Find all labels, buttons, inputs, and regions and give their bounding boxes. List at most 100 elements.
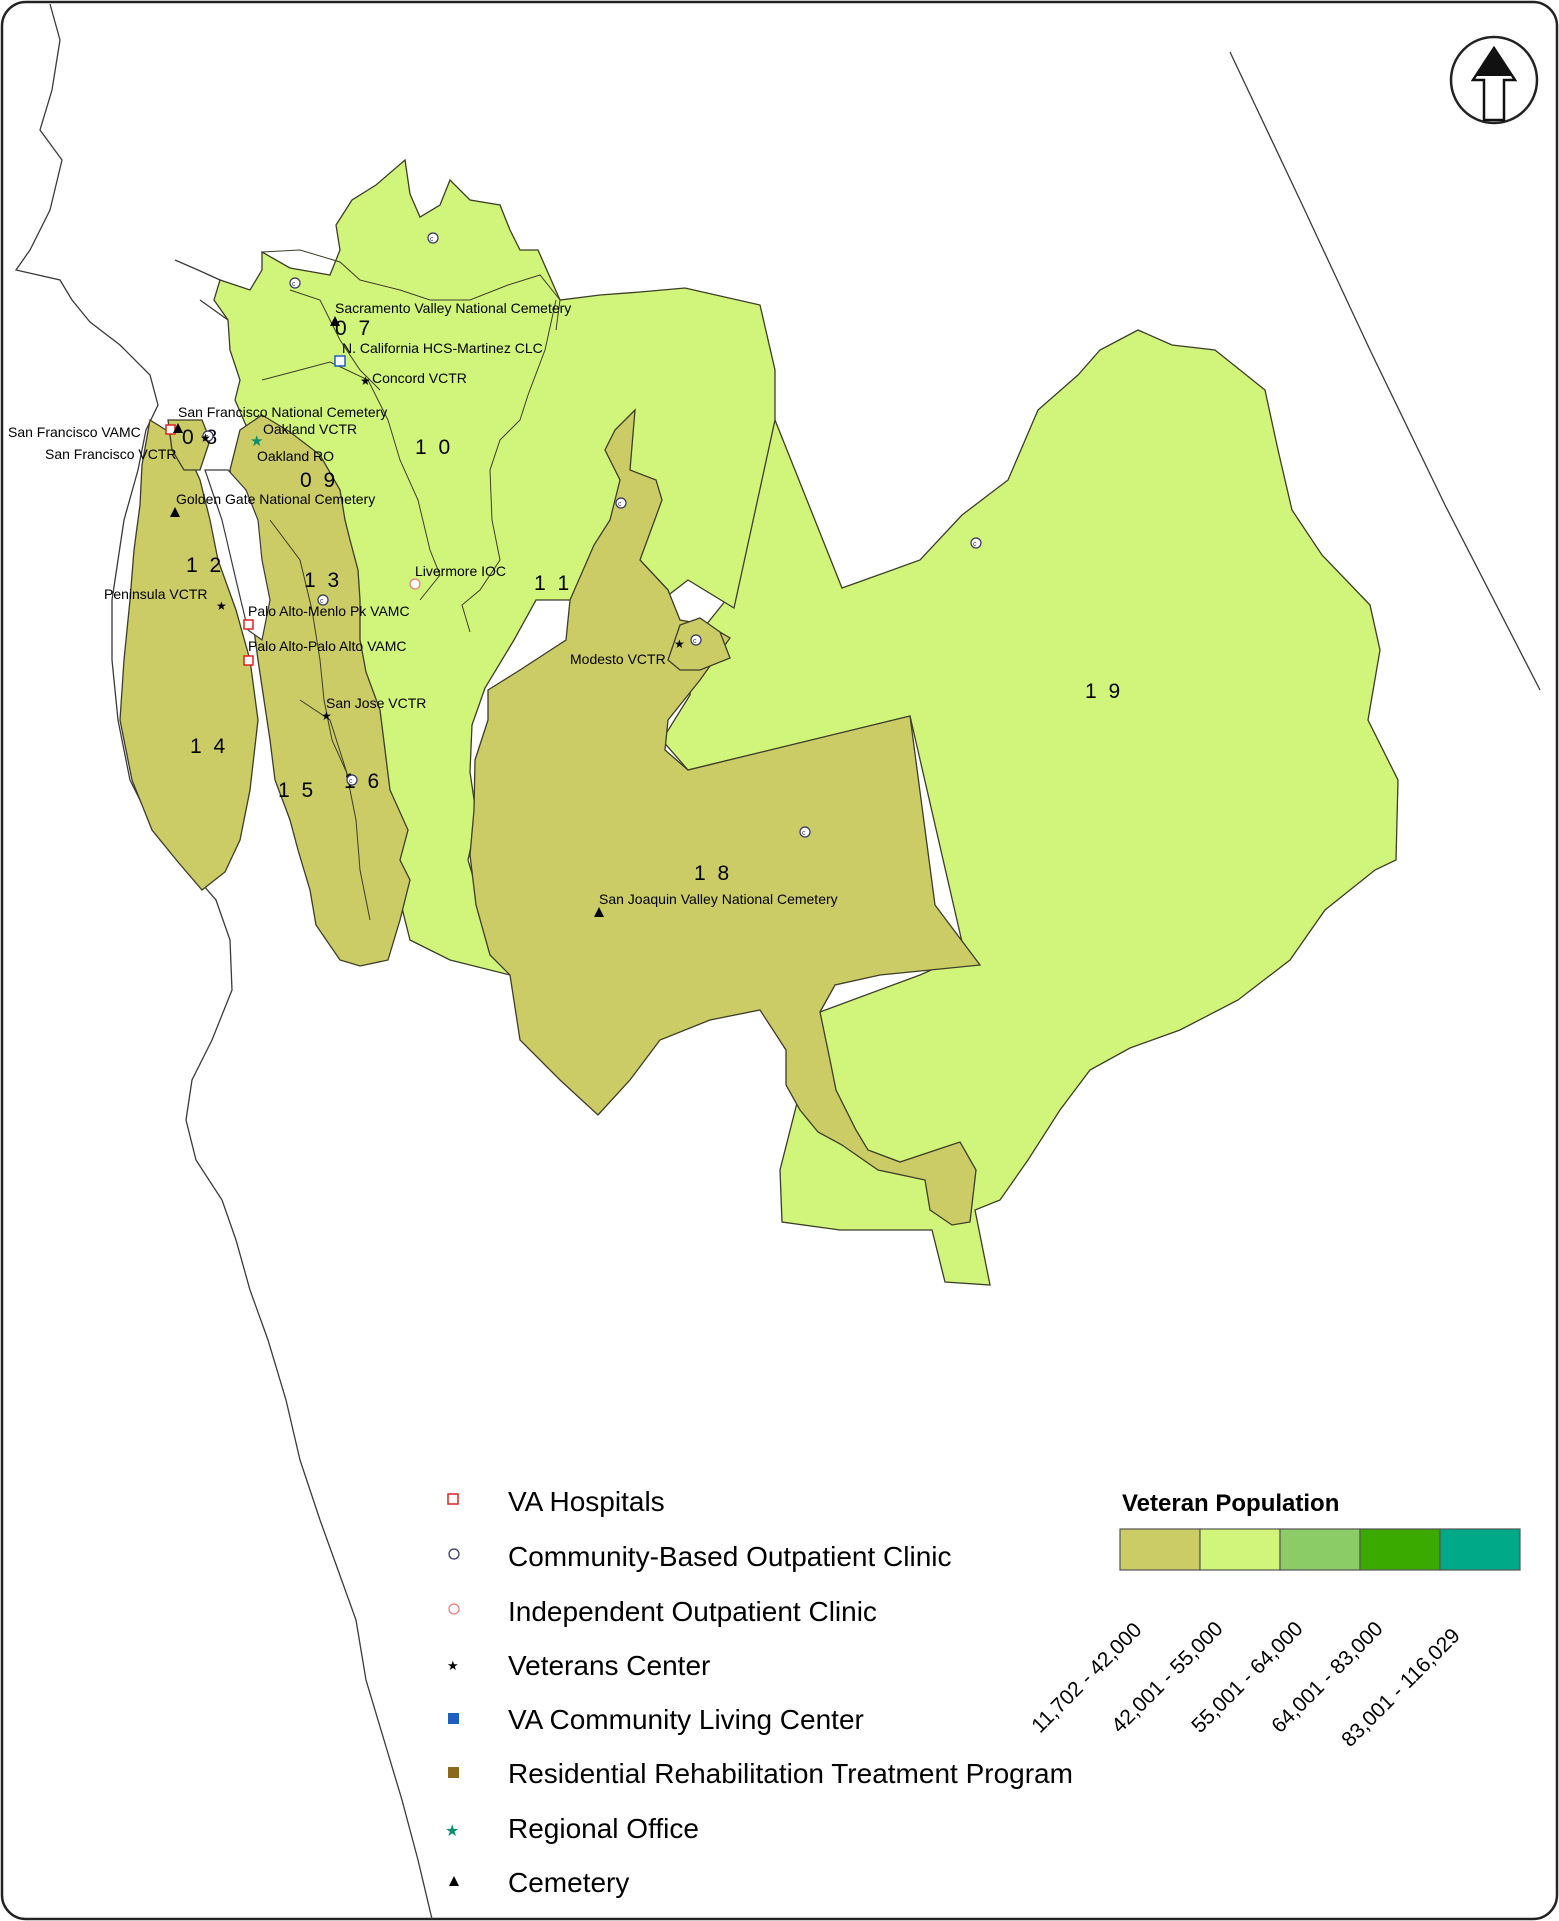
legend-item-cemetery: Cemetery xyxy=(449,1867,629,1898)
boundary-10-11 xyxy=(461,299,557,633)
cboc-icon: c xyxy=(202,430,214,442)
hospital-icon xyxy=(243,655,254,666)
facility-label: Sacramento Valley National Cemetery xyxy=(335,300,571,316)
district-18: 1 8 xyxy=(694,862,732,885)
facility-label: N. California HCS-Martinez CLC xyxy=(342,340,543,356)
facility-label: San Francisco National Cemetery xyxy=(178,404,387,420)
legend-label: Cemetery xyxy=(508,1867,629,1898)
district-14: 1 4 xyxy=(190,735,228,758)
legend-label: Regional Office xyxy=(508,1813,699,1844)
cboc-icon: c xyxy=(690,634,702,646)
legend-item-veterans-center: ★ Veterans Center xyxy=(447,1650,710,1681)
north-arrow-head xyxy=(1476,50,1512,76)
boundary-07-10 xyxy=(261,249,561,331)
district-07: 0 7 xyxy=(335,317,373,340)
boundary-09-10 xyxy=(261,361,441,601)
star-icon: ★ xyxy=(360,374,371,388)
star-icon: ★ xyxy=(321,709,332,723)
svg-text:c: c xyxy=(292,281,296,288)
region-18 xyxy=(469,408,982,1226)
boundary-15-16 xyxy=(299,699,371,921)
legend: VA Hospitals Community-Based Outpatient … xyxy=(445,1486,1073,1898)
population-bin-swatch xyxy=(1279,1528,1361,1571)
facility-markers: c c c c c c c c c ★ ★ ★ ★ ★ ★ xyxy=(165,232,982,917)
clc-icon xyxy=(334,355,346,367)
star-icon: ★ xyxy=(447,1658,459,1673)
svg-text:c: c xyxy=(973,541,977,548)
hospital-icon xyxy=(243,619,254,630)
triangle-icon xyxy=(449,1876,459,1886)
hospital-icon xyxy=(447,1493,459,1505)
district-10: 1 0 xyxy=(415,436,453,459)
star-icon: ★ xyxy=(216,599,227,613)
facility-label: Palo Alto-Menlo Pk VAMC xyxy=(248,603,410,619)
cboc-icon: c xyxy=(289,277,301,289)
facility-label: Modesto VCTR xyxy=(570,651,666,667)
population-bin-swatch xyxy=(1199,1528,1281,1571)
star-icon: ★ xyxy=(674,637,685,651)
legend-item-rrtp: Residential Rehabilitation Treatment Pro… xyxy=(448,1758,1073,1789)
regional-star-icon: ★ xyxy=(250,433,263,450)
star-icon: ★ xyxy=(200,431,211,445)
legend-label: Residential Rehabilitation Treatment Pro… xyxy=(508,1758,1073,1789)
rrtp-icon xyxy=(448,1767,459,1778)
legend-label: Veterans Center xyxy=(508,1650,710,1681)
svg-text:c: c xyxy=(320,598,324,605)
district-15: 1 5 xyxy=(278,779,316,802)
legend-item-clc: VA Community Living Center xyxy=(448,1704,864,1735)
north-arrow xyxy=(1449,35,1539,125)
triangle-icon xyxy=(330,316,340,326)
svg-text:c: c xyxy=(693,638,697,645)
facility-label: Golden Gate National Cemetery xyxy=(176,491,375,507)
cboc-icon: c xyxy=(799,826,811,838)
cboc-icon: c xyxy=(317,594,329,606)
population-bin-swatch xyxy=(1119,1528,1201,1571)
cboc-icon: c xyxy=(427,232,439,244)
svg-text:c: c xyxy=(430,236,434,243)
triangle-icon xyxy=(173,423,183,433)
legend-label: VA Community Living Center xyxy=(508,1704,864,1735)
facility-label: Livermore IOC xyxy=(415,563,506,579)
regional-star-icon: ★ xyxy=(445,1823,459,1840)
svg-text:c: c xyxy=(205,434,209,441)
facility-label: Oakland VCTR xyxy=(263,421,357,437)
boundary-07-internal xyxy=(289,289,381,391)
legend-item-ioc: Independent Outpatient Clinic xyxy=(448,1596,877,1627)
svg-text:c: c xyxy=(802,830,806,837)
svg-text:c: c xyxy=(349,778,353,785)
state-boundary xyxy=(1229,51,1541,691)
facility-label: San Francisco VAMC xyxy=(8,424,141,440)
ioc-icon xyxy=(409,578,421,590)
cboc-icon: c xyxy=(970,537,982,549)
facility-label: Palo Alto-Palo Alto VAMC xyxy=(248,638,406,654)
region-19 xyxy=(661,329,1399,1286)
legend-item-cboc: Community-Based Outpatient Clinic xyxy=(448,1541,952,1572)
district-13: 1 3 xyxy=(304,569,342,592)
cboc-icon: c xyxy=(346,774,358,786)
facility-label: San Francisco VCTR xyxy=(45,446,176,462)
district-11: 1 1 xyxy=(534,572,572,595)
clc-icon xyxy=(448,1713,459,1724)
legend-item-hospitals: VA Hospitals xyxy=(447,1486,665,1517)
region-12-14 xyxy=(119,418,259,891)
district-19: 1 9 xyxy=(1085,680,1123,703)
facility-label: San Jose VCTR xyxy=(326,695,426,711)
legend-item-regional-office: ★ Regional Office xyxy=(445,1813,699,1844)
legend-label: Community-Based Outpatient Clinic xyxy=(508,1541,952,1572)
svg-text:c: c xyxy=(618,501,622,508)
boundary-13-15 xyxy=(269,519,351,781)
triangle-icon xyxy=(170,507,180,517)
population-bin-swatch xyxy=(1439,1528,1521,1571)
region-09-13-15-16 xyxy=(229,414,411,967)
legend-label: VA Hospitals xyxy=(508,1486,665,1517)
ioc-icon xyxy=(448,1603,460,1615)
cboc-icon: c xyxy=(615,497,627,509)
triangle-icon xyxy=(594,907,604,917)
district-09: 0 9 xyxy=(300,469,338,492)
facility-label: San Joaquin Valley National Cemetery xyxy=(599,891,838,907)
facility-label: Concord VCTR xyxy=(372,370,467,386)
population-bin-swatch xyxy=(1359,1528,1441,1571)
facility-label: Oakland RO xyxy=(257,448,334,464)
population-legend-title: Veteran Population xyxy=(1122,1490,1339,1517)
